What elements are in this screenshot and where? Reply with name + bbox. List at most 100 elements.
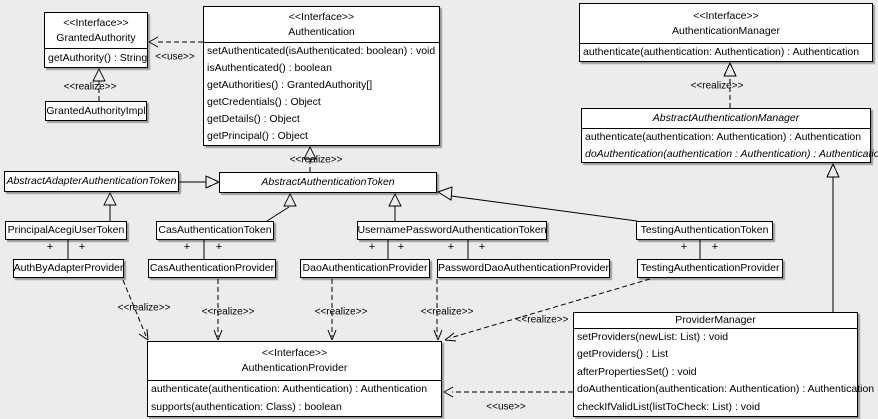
association-edges xyxy=(67,240,701,259)
class-title-compartment: <<Interface>>AuthenticationManager xyxy=(580,4,872,44)
class-method-compartment: setAuthenticated(isAuthenticated: boolea… xyxy=(204,43,439,145)
class-method: authenticate(authentication: Authenticat… xyxy=(585,131,862,143)
triangle-arrowhead xyxy=(283,192,297,207)
class-method: getAuthorities() : GrantedAuthority[] xyxy=(207,79,373,91)
class-title-compartment: <<Interface>> GrantedAuthority xyxy=(45,13,147,49)
class-method-compartment: setProviders(newList: List) : void getPro… xyxy=(574,329,875,416)
realization-open-edges xyxy=(122,278,651,339)
class-title-compartment: TestingAuthenticationProvider xyxy=(638,260,782,277)
class-cas-authentication-provider[interactable]: CasAuthenticationProvider xyxy=(148,259,276,278)
class-name: GrantedAuthorityImpl xyxy=(46,104,146,117)
class-name: AbstractAuthenticationManager xyxy=(652,112,800,124)
class-title-compartment: <<Interface>>Authentication xyxy=(204,7,439,43)
class-title-compartment: AbstractAuthenticationToken xyxy=(220,173,436,192)
class-password-dao-authentication-provider[interactable]: PasswordDaoAuthenticationProvider xyxy=(437,259,610,278)
class-method: setProviders(newList: List) : void xyxy=(577,331,729,343)
multiplicity-label: + xyxy=(478,241,486,253)
class-name: Authentication xyxy=(288,25,355,38)
class-method: doAuthentication(authentication: Authent… xyxy=(577,383,875,396)
class-method: supports(authentication: Class) : boolea… xyxy=(151,400,342,413)
class-name: AbstractAdapterAuthenticationToken xyxy=(6,175,177,187)
class-testing-authentication-provider[interactable]: TestingAuthenticationProvider xyxy=(637,259,783,278)
edge-label-realize: <<realize>> xyxy=(515,314,569,326)
class-title-compartment: AbstractAdapterAuthenticationToken xyxy=(5,172,178,191)
use-edges xyxy=(157,41,573,393)
class-method-compartment: authenticate(authentication: Authenticat… xyxy=(582,129,878,162)
class-title-compartment: AuthByAdapterProvider xyxy=(13,260,124,277)
class-method: authenticate(authentication: Authenticat… xyxy=(583,46,860,58)
class-method: getPrincipal() : Object xyxy=(207,130,308,142)
class-name: AuthByAdapterProvider xyxy=(13,262,124,274)
multiplicity-label: + xyxy=(368,241,376,253)
class-cas-authentication-token[interactable]: CasAuthenticationToken xyxy=(156,221,274,240)
edge-label-realize: <<realize>> xyxy=(63,81,117,93)
triangle-arrowhead xyxy=(826,162,840,178)
multiplicity-label: + xyxy=(397,241,405,253)
use-arrowheads xyxy=(148,36,454,398)
edge-label-use: <<use>> xyxy=(486,401,526,413)
class-title-compartment: TestingAuthenticationToken xyxy=(637,222,772,239)
class-name: TestingAuthenticationToken xyxy=(640,224,769,236)
class-method: getCredentials() : Object xyxy=(207,96,321,108)
edge-label-realize: <<realize>> xyxy=(690,80,744,92)
triangle-arrowhead xyxy=(388,192,402,207)
class-name: GrantedAuthority xyxy=(56,31,136,44)
class-title-compartment: CasAuthenticationProvider xyxy=(149,260,275,277)
class-name: AbstractAuthenticationToken xyxy=(261,176,395,188)
class-stereotype: <<Interface>> xyxy=(63,16,129,29)
class-title-compartment: AbstractAuthenticationManager xyxy=(582,109,870,129)
class-provider-manager[interactable]: ProviderManager setProviders(newList: Lis… xyxy=(573,312,875,417)
class-dao-authentication-provider[interactable]: DaoAuthenticationProvider xyxy=(300,259,430,278)
generalization-edges xyxy=(109,177,834,312)
edge-realize-testing xyxy=(449,278,651,339)
class-name: CasAuthenticationToken xyxy=(158,224,272,236)
class-title-compartment: PrincipalAcegiUserToken xyxy=(6,222,126,239)
multiplicity-label: + xyxy=(183,241,191,253)
realization-triangle-edges xyxy=(98,76,731,172)
class-method: afterPropertiesSet() : void xyxy=(577,365,697,378)
class-authentication-manager[interactable]: <<Interface>>AuthenticationManager authen… xyxy=(579,3,873,62)
edge-label-realize: <<realize>> xyxy=(201,306,255,318)
class-username-password-authentication-token[interactable]: UsernamePasswordAuthenticationToken xyxy=(357,221,547,240)
class-auth-by-adapter-provider[interactable]: AuthByAdapterProvider xyxy=(13,259,124,278)
class-method: getAuthority() : String xyxy=(48,52,148,64)
triangle-arrowhead xyxy=(436,186,453,201)
class-abstract-authentication-token[interactable]: AbstractAuthenticationToken xyxy=(219,172,437,193)
class-title-compartment: CasAuthenticationToken xyxy=(157,222,273,239)
class-granted-authority[interactable]: <<Interface>> GrantedAuthority getAuthorit… xyxy=(44,12,148,68)
class-abstract-adapter-authentication-token[interactable]: AbstractAdapterAuthenticationToken xyxy=(4,171,179,192)
class-title-compartment: DaoAuthenticationProvider xyxy=(301,260,429,277)
class-method: setAuthenticated(isAuthenticated: boolea… xyxy=(207,45,436,57)
class-method-compartment: getAuthority() : String xyxy=(45,49,147,67)
class-title-compartment: <<Interface>>AuthenticationProvider xyxy=(148,342,441,381)
class-method: doAuthentication(authentication : Authen… xyxy=(585,147,878,160)
class-title-compartment: UsernamePasswordAuthenticationToken xyxy=(357,222,546,239)
triangle-arrowhead xyxy=(103,191,117,206)
class-testing-authentication-token[interactable]: TestingAuthenticationToken xyxy=(636,221,773,240)
class-principal-acegi-user-token[interactable]: PrincipalAcegiUserToken xyxy=(5,221,127,240)
class-title-compartment: PasswordDaoAuthenticationProvider xyxy=(438,260,609,277)
edge-label-realize: <<realize>> xyxy=(289,154,343,166)
class-stereotype: <<Interface>> xyxy=(693,9,759,22)
triangle-arrowhead xyxy=(723,61,737,77)
edge-label-realize: <<realize>> xyxy=(420,306,474,318)
class-abstract-authentication-manager[interactable]: AbstractAuthenticationManager authenticat… xyxy=(581,108,878,163)
triangle-arrowhead xyxy=(205,175,221,189)
generalization-arrowheads xyxy=(103,162,840,207)
class-name: TestingAuthenticationProvider xyxy=(640,262,780,274)
multiplicity-label: + xyxy=(447,241,455,253)
class-method: isAuthenticated() : boolean xyxy=(207,62,332,74)
class-name: AuthenticationProvider xyxy=(241,362,348,374)
class-authentication[interactable]: <<Interface>>Authentication setAuthentica… xyxy=(203,6,440,146)
class-granted-authority-impl[interactable]: GrantedAuthorityImpl xyxy=(45,101,147,121)
realization-triangle-arrowheads xyxy=(92,61,737,160)
class-method: getProviders() : List xyxy=(577,348,669,361)
class-name: DaoAuthenticationProvider xyxy=(302,262,428,274)
edge-label-realize: <<realize>> xyxy=(117,302,171,314)
class-name: ProviderManager xyxy=(675,314,756,326)
edge-gen-cas-token xyxy=(266,206,290,222)
multiplicity-label: + xyxy=(680,241,688,253)
multiplicity-label: + xyxy=(78,241,86,253)
